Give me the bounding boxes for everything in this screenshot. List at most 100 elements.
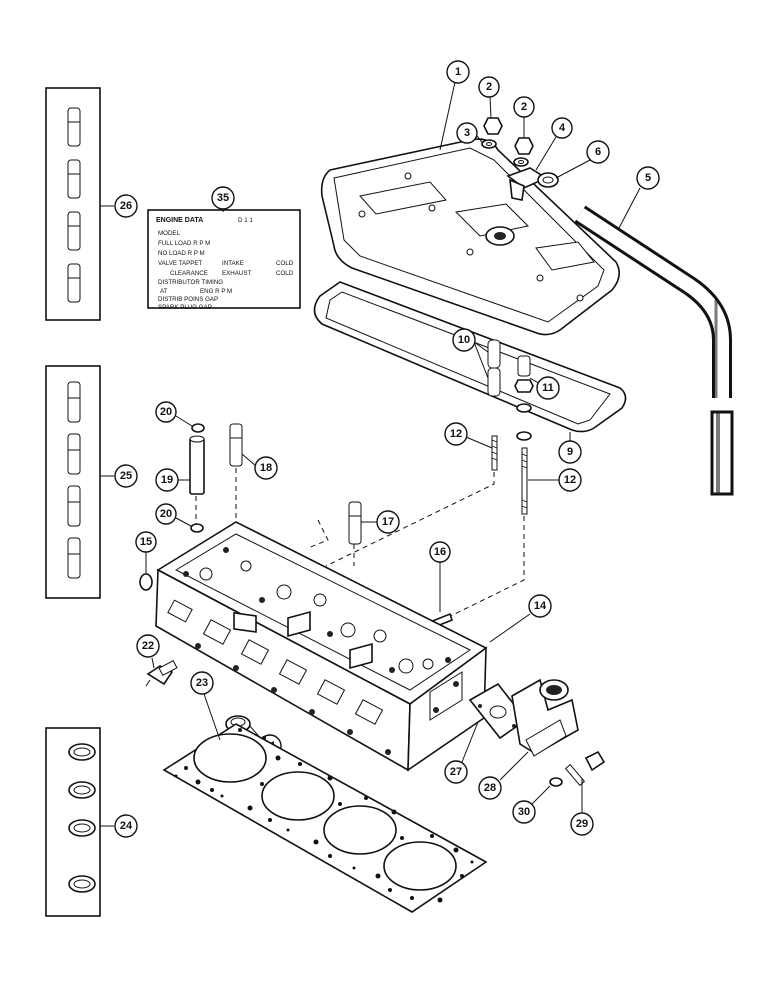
- svg-text:23: 23: [196, 677, 208, 689]
- svg-text:D 1 1: D 1 1: [238, 217, 253, 224]
- callout-2: 2: [513, 96, 535, 118]
- spacer: [514, 355, 534, 441]
- washer: [481, 139, 497, 149]
- svg-text:SPARK PLUG GAP: SPARK PLUG GAP: [158, 304, 212, 311]
- callout-24: 24: [114, 814, 138, 838]
- callout-28: 28: [478, 776, 502, 800]
- callout-15: 15: [135, 531, 157, 553]
- svg-text:11: 11: [542, 382, 554, 394]
- callout-29: 29: [570, 812, 594, 836]
- callout-20: 20: [155, 401, 177, 423]
- callout-5: 5: [636, 166, 660, 190]
- stud: [491, 435, 498, 471]
- callout-3: 3: [456, 122, 478, 144]
- callout-1: 1: [446, 60, 470, 84]
- engine-data-plate: ENGINE DATA D 1 1 MODEL FULL LOAD R P M …: [147, 209, 301, 311]
- washer: [513, 157, 529, 167]
- o-ring: [191, 423, 205, 433]
- callout-4: 4: [551, 117, 573, 139]
- valve-guide: [67, 211, 81, 251]
- callout-9: 9: [558, 440, 582, 464]
- callout-27: 27: [444, 760, 468, 784]
- water-outlet-elbow: [511, 678, 579, 757]
- callout-12: 12: [558, 468, 582, 492]
- temperature-sender: [145, 660, 178, 687]
- svg-text:5: 5: [645, 172, 651, 184]
- svg-text:DISTRIBUTOR TIMING: DISTRIBUTOR TIMING: [158, 279, 223, 286]
- svg-text:29: 29: [576, 818, 588, 830]
- stud: [348, 501, 362, 545]
- svg-text:12: 12: [450, 428, 462, 440]
- svg-text:4: 4: [559, 122, 566, 134]
- valve-guide: [67, 485, 81, 527]
- callout-2: 2: [478, 76, 500, 98]
- callout-20: 20: [155, 503, 177, 525]
- callout-19: 19: [155, 468, 179, 492]
- breather-hose: [574, 205, 734, 496]
- svg-text:6: 6: [595, 146, 601, 158]
- kit-box-valve-seat-inserts-24: [45, 727, 101, 917]
- svg-text:17: 17: [382, 516, 394, 528]
- svg-text:AT: AT: [160, 288, 168, 295]
- svg-text:CLEARANCE: CLEARANCE: [170, 270, 208, 277]
- svg-text:14: 14: [534, 600, 547, 612]
- valve-guide: [67, 381, 81, 423]
- svg-text:27: 27: [450, 766, 462, 778]
- svg-text:16: 16: [434, 546, 446, 558]
- lock-washer: [549, 777, 563, 787]
- svg-text:ENG R P M: ENG R P M: [200, 288, 232, 295]
- stud: [229, 423, 243, 467]
- svg-text:12: 12: [564, 474, 576, 486]
- callout-26: 26: [114, 194, 138, 218]
- stud: [521, 447, 528, 515]
- svg-text:10: 10: [458, 334, 470, 346]
- svg-text:25: 25: [120, 470, 132, 482]
- hose-clamp: [537, 172, 559, 188]
- kit-box-valve-guides-26: [45, 87, 101, 321]
- cap-screw: [564, 750, 606, 787]
- valve-guide: [67, 263, 81, 303]
- callout-10: 10: [452, 328, 476, 352]
- acorn-nut: [514, 137, 534, 155]
- ring: [139, 573, 153, 591]
- svg-text:INTAKE: INTAKE: [222, 260, 244, 267]
- callout-30: 30: [512, 800, 536, 824]
- svg-text:22: 22: [142, 640, 154, 652]
- water-tube: [189, 435, 205, 495]
- svg-text:1: 1: [455, 66, 461, 78]
- kit-box-valve-guides-25: [45, 365, 101, 599]
- callout-23: 23: [190, 671, 214, 695]
- svg-text:2: 2: [521, 101, 527, 113]
- valve-guide: [67, 433, 81, 475]
- callout-35: 35: [211, 186, 235, 210]
- svg-text:24: 24: [120, 820, 133, 832]
- callout-6: 6: [586, 140, 610, 164]
- sleeve: [487, 367, 501, 397]
- svg-text:COLD: COLD: [276, 260, 294, 267]
- svg-text:15: 15: [140, 536, 152, 548]
- callout-16: 16: [429, 541, 451, 563]
- svg-text:FULL LOAD R P M: FULL LOAD R P M: [158, 240, 210, 247]
- valve-guide: [67, 159, 81, 199]
- svg-text:ENGINE DATA: ENGINE DATA: [156, 217, 203, 224]
- svg-text:DISTRIB POINS GAP: DISTRIB POINS GAP: [158, 296, 218, 303]
- svg-text:VALVE TAPPET: VALVE TAPPET: [158, 260, 202, 267]
- svg-text:20: 20: [160, 508, 172, 520]
- svg-text:MODEL: MODEL: [158, 230, 181, 237]
- svg-text:9: 9: [567, 446, 573, 458]
- svg-text:28: 28: [484, 782, 496, 794]
- valve-guide: [67, 107, 81, 147]
- callout-11: 11: [536, 376, 560, 400]
- callout-12: 12: [444, 422, 468, 446]
- callout-18: 18: [254, 456, 278, 480]
- svg-text:20: 20: [160, 406, 172, 418]
- svg-text:35: 35: [217, 192, 229, 204]
- acorn-nut: [483, 117, 503, 135]
- valve-cover: [320, 138, 620, 336]
- callout-14: 14: [528, 594, 552, 618]
- o-ring: [190, 523, 204, 533]
- svg-text:26: 26: [120, 200, 132, 212]
- callout-17: 17: [376, 510, 400, 534]
- svg-text:30: 30: [518, 806, 530, 818]
